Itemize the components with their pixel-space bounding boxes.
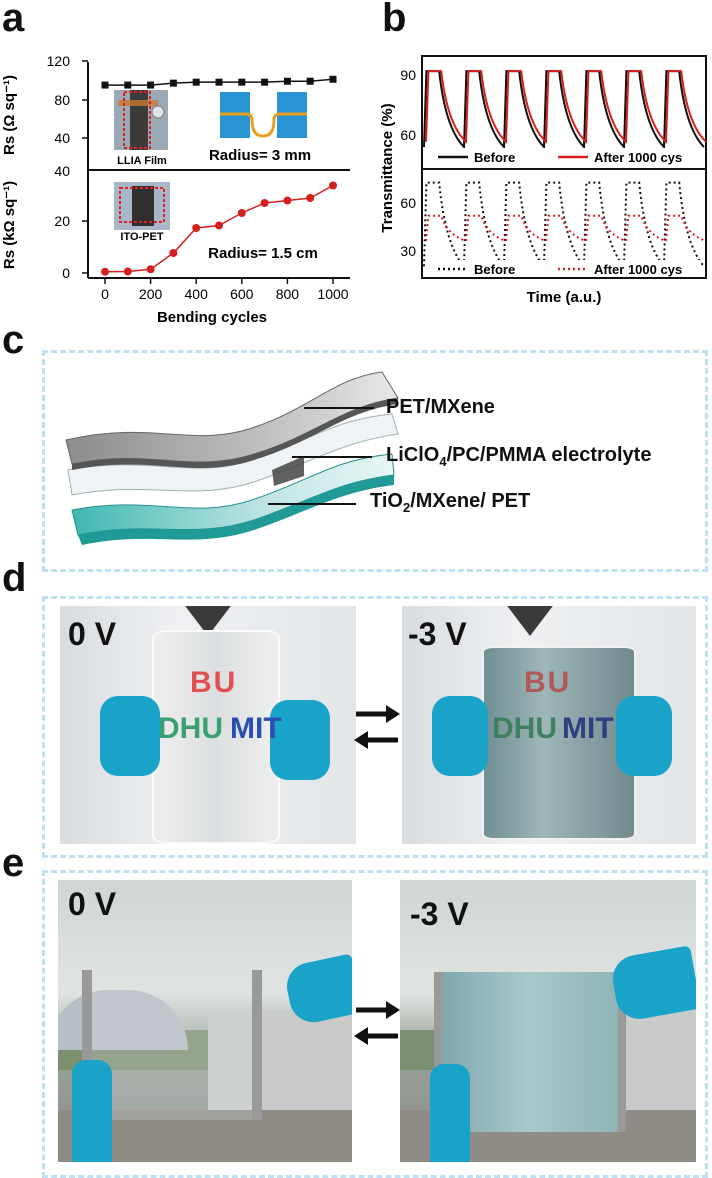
panel-label-b: b bbox=[382, 0, 407, 40]
a-xtick-label: 0 bbox=[101, 286, 109, 302]
b-top-ytick: 90 bbox=[400, 67, 416, 83]
switch-arrows-icon bbox=[354, 705, 400, 749]
a-bottom-point bbox=[306, 194, 315, 202]
b-legend-after-dotted: After 1000 cys bbox=[594, 262, 682, 277]
sign-mit-dim: MIT bbox=[562, 712, 614, 745]
photo-0v-window: 0 V bbox=[58, 880, 352, 1162]
a-bottom-point bbox=[237, 209, 246, 217]
a-top-ytick: 40 bbox=[54, 130, 70, 146]
photo-0v-device: BU DHU MIT 0 V bbox=[60, 606, 356, 844]
label-pet-mxene: PET/MXene bbox=[386, 396, 495, 418]
a-inset-top-label: LLIA Film bbox=[117, 155, 167, 167]
panel-a: Rs (Ω sq⁻¹) Rs (kΩ sq⁻¹) 120 80 40 40 20… bbox=[0, 40, 370, 330]
b-top-ytick: 60 bbox=[400, 127, 416, 143]
chart-b: Transmittance (%) Time (a.u.) 90 60 60 3… bbox=[379, 55, 707, 306]
a-bottom-point bbox=[123, 267, 132, 276]
device-structure-diagram bbox=[65, 371, 399, 545]
a-bottom-ytick: 40 bbox=[54, 163, 70, 179]
a-inset-bottom-radius: Radius= 1.5 cm bbox=[208, 245, 318, 262]
b-bottom-ytick: 60 bbox=[400, 195, 416, 211]
b-series-dotted-0 bbox=[423, 181, 705, 269]
a-bottom-point bbox=[169, 249, 178, 257]
b-ylabel: Transmittance (%) bbox=[379, 103, 396, 232]
sign-bu: BU bbox=[190, 666, 238, 699]
chart-a: Rs (Ω sq⁻¹) Rs (kΩ sq⁻¹) 120 80 40 40 20… bbox=[1, 53, 350, 326]
d-right-voltage: -3 V bbox=[408, 616, 467, 652]
b-legend-before: Before bbox=[474, 150, 515, 165]
b-series-dotted-1 bbox=[425, 214, 707, 243]
bending-schematic bbox=[220, 92, 307, 138]
a-top-ytick: 80 bbox=[54, 92, 70, 108]
panel-label-e: e bbox=[2, 841, 25, 885]
a-top-point bbox=[329, 75, 337, 83]
a-bottom-ytick: 0 bbox=[62, 265, 70, 281]
layer-electrolyte bbox=[67, 413, 399, 496]
a-inset-bottom-label: ITO-PET bbox=[120, 231, 163, 243]
a-xtick-label: 400 bbox=[185, 286, 209, 302]
a-top-ylabel: Rs (Ω sq⁻¹) bbox=[1, 75, 18, 155]
a-inset-top-radius: Radius= 3 mm bbox=[209, 147, 311, 164]
a-top-point bbox=[215, 78, 223, 86]
photo-neg3v-window: -3 V bbox=[400, 880, 696, 1162]
switch-arrows-icon-e bbox=[354, 1001, 400, 1045]
sign-dhu-dim: DHU bbox=[492, 712, 557, 745]
panel-label-d: d bbox=[2, 556, 27, 600]
e-left-voltage: 0 V bbox=[68, 886, 117, 922]
a-top-point bbox=[306, 77, 314, 85]
llia-film-photo bbox=[114, 90, 168, 150]
b-legend-before-dotted: Before bbox=[474, 262, 515, 277]
e-right-voltage: -3 V bbox=[410, 896, 469, 932]
a-bottom-point bbox=[283, 196, 292, 205]
panel-label-c: c bbox=[2, 318, 25, 362]
d-left-voltage: 0 V bbox=[68, 616, 117, 652]
a-bottom-point bbox=[329, 181, 337, 190]
b-legend-after: After 1000 cys bbox=[594, 150, 682, 165]
a-xtick-label: 800 bbox=[276, 286, 300, 302]
a-xtick-label: 200 bbox=[139, 286, 163, 302]
label-tio2-mxene-pet: TiO2/MXene/ PET bbox=[370, 490, 531, 515]
a-top-ytick: 120 bbox=[47, 53, 71, 69]
panel-c-frame bbox=[42, 350, 708, 572]
a-top-point bbox=[101, 81, 109, 89]
a-top-point bbox=[124, 81, 132, 89]
sign-dhu: DHU bbox=[158, 712, 223, 745]
sign-mit: MIT bbox=[230, 712, 282, 745]
a-bottom-point bbox=[146, 265, 155, 274]
a-top-point bbox=[261, 78, 269, 86]
a-bottom-point bbox=[101, 267, 109, 276]
b-series-1 bbox=[425, 70, 707, 145]
ito-pet-photo bbox=[114, 182, 170, 230]
sign-bu-dim: BU bbox=[524, 666, 572, 699]
panel-b: Transmittance (%) Time (a.u.) 90 60 60 3… bbox=[378, 40, 712, 310]
a-top-point bbox=[169, 79, 177, 87]
panel-d-frame bbox=[42, 596, 708, 858]
photo-neg3v-device: BU DHU MIT -3 V bbox=[402, 606, 696, 844]
a-top-point bbox=[147, 81, 155, 89]
a-top-point bbox=[238, 78, 246, 86]
a-top-point bbox=[283, 77, 291, 85]
a-bottom-point bbox=[215, 221, 223, 230]
a-top-point bbox=[192, 78, 200, 86]
layer-pet-mxene bbox=[65, 371, 399, 465]
b-xlabel: Time (a.u.) bbox=[527, 289, 602, 306]
a-bottom-ylabel: Rs (kΩ sq⁻¹) bbox=[1, 181, 18, 269]
b-bottom-ytick: 30 bbox=[400, 243, 416, 259]
a-bottom-ytick: 20 bbox=[54, 213, 70, 229]
a-xtick-label: 1000 bbox=[317, 286, 348, 302]
a-bottom-point bbox=[192, 224, 201, 232]
a-xlabel: Bending cycles bbox=[157, 309, 267, 326]
a-bottom-point bbox=[260, 199, 269, 207]
panel-label-a: a bbox=[2, 0, 25, 40]
a-xtick-label: 600 bbox=[230, 286, 254, 302]
label-electrolyte: LiClO4/PC/PMMA electrolyte bbox=[386, 444, 652, 469]
